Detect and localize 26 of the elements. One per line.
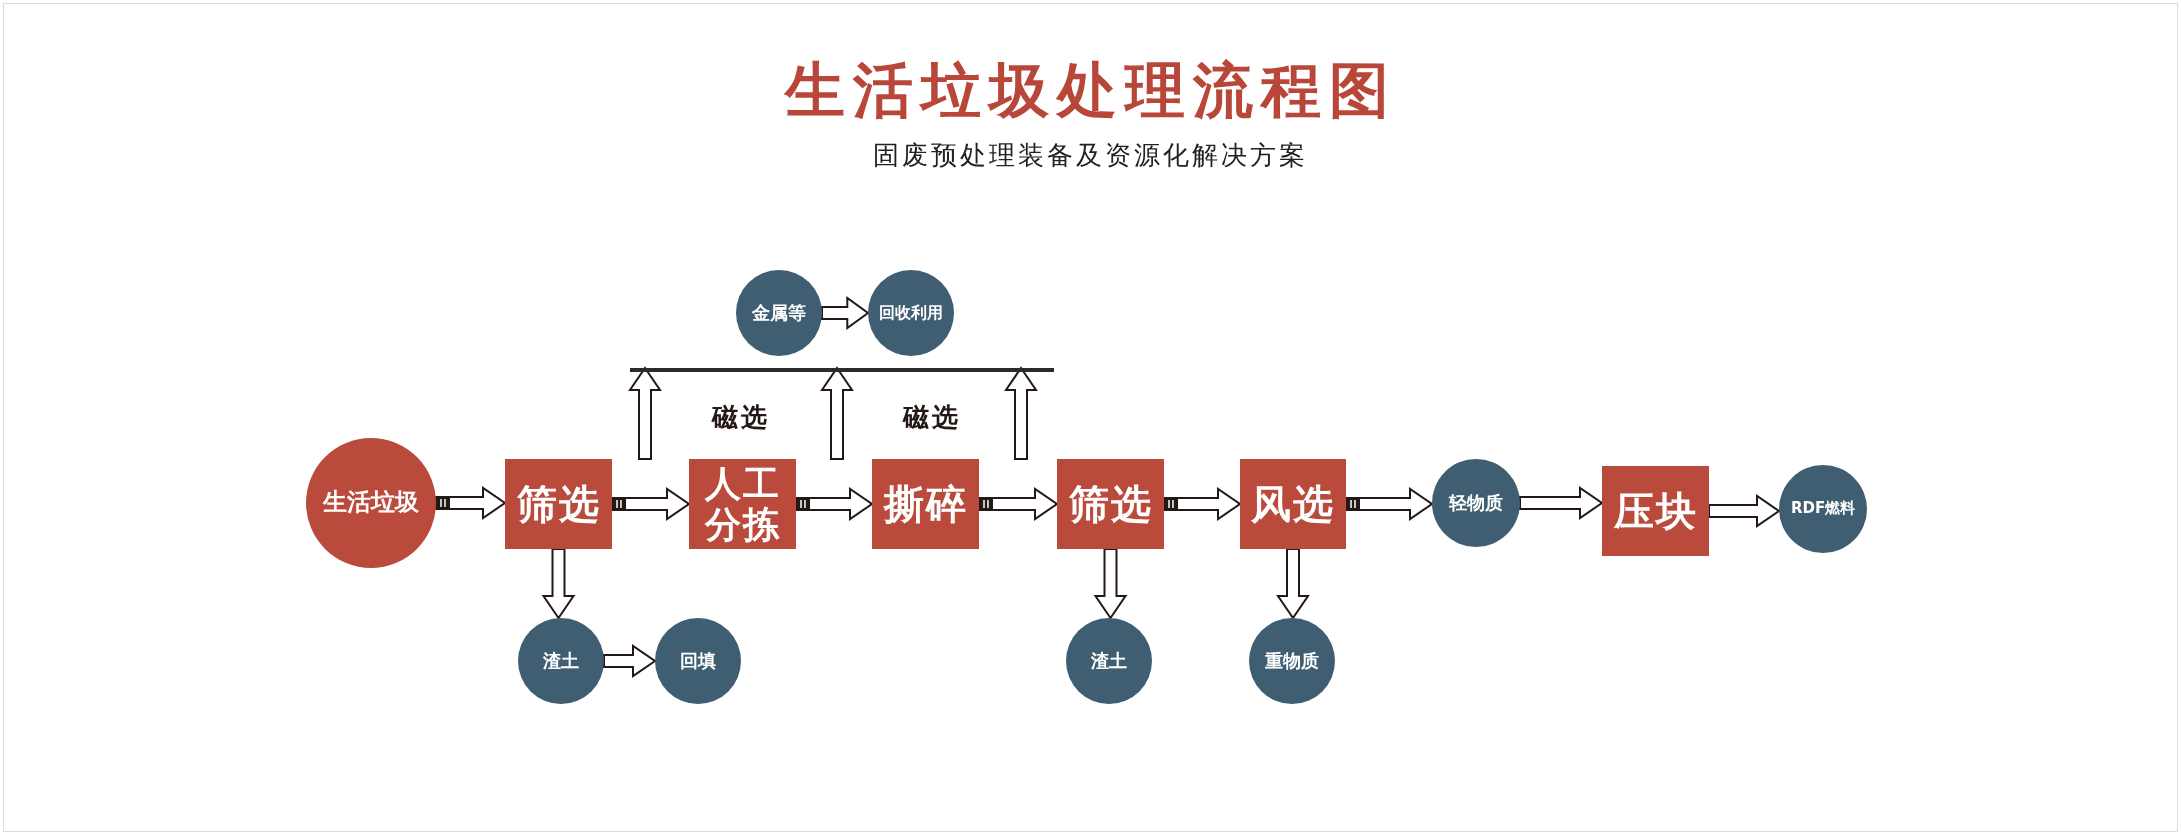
node-label: 回填 bbox=[680, 650, 716, 672]
node-label: 金属等 bbox=[752, 302, 806, 324]
node-label: 撕碎 bbox=[883, 481, 968, 527]
process-box bbox=[1057, 459, 1164, 549]
node-label: 风选 bbox=[1251, 481, 1335, 527]
node-label: 轻物质 bbox=[1449, 492, 1503, 514]
node-label: 筛选 bbox=[1068, 481, 1153, 527]
node-label: 压块 bbox=[1613, 488, 1698, 534]
node-label: 筛选 bbox=[516, 481, 601, 527]
node-label: 重物质 bbox=[1265, 650, 1319, 672]
process-box bbox=[1602, 466, 1709, 556]
node-label: 渣土 bbox=[1091, 650, 1127, 672]
collector-bar bbox=[630, 368, 1054, 372]
subtitle: 固废预处理装备及资源化解决方案 bbox=[873, 142, 1308, 168]
node-label: 生活垃圾 bbox=[323, 489, 419, 517]
node-label: RDF燃料 bbox=[1790, 500, 1856, 518]
title: 生活垃圾处理流程图 bbox=[784, 60, 1397, 120]
process-box bbox=[872, 459, 979, 549]
node-label: 渣土 bbox=[543, 650, 579, 672]
process-note: 磁选 bbox=[903, 400, 961, 434]
process-note: 磁选 bbox=[712, 400, 770, 434]
node-label: 人工分拣 bbox=[703, 462, 782, 546]
process-box bbox=[1240, 459, 1346, 549]
node-label: 回收利用 bbox=[879, 303, 943, 323]
process-box bbox=[689, 459, 796, 549]
process-box bbox=[505, 459, 612, 549]
